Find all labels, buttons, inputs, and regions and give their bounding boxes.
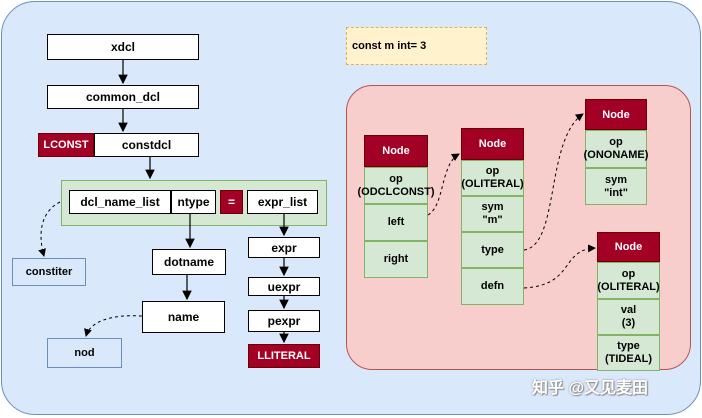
node4-op-field: op (OLITERAL) — [597, 262, 660, 299]
watermark: 知乎 @又见麦田 — [532, 380, 649, 397]
node2-op-field: op (OLITERAL) — [461, 160, 524, 196]
common-dcl-box: common_dcl — [47, 85, 199, 109]
node4-val-field: val (3) — [597, 299, 660, 335]
node3-sym-field: sym "int" — [585, 168, 647, 205]
xdcl-box: xdcl — [47, 34, 199, 60]
node1-op-field: op (ODCLCONST) — [358, 167, 435, 204]
node3-op-field: op (ONONAME) — [584, 130, 648, 168]
node1-right-field: right — [364, 241, 428, 278]
dotname-box: dotname — [152, 249, 226, 275]
node1-left-field: left — [364, 204, 428, 241]
node3-header: Node — [585, 99, 647, 130]
constiter-box: constiter — [12, 258, 86, 286]
lliteral-token: LLITERAL — [248, 344, 320, 368]
node2-type-field: type — [461, 232, 524, 268]
ntype-box: ntype — [171, 190, 216, 214]
node2-defn-field: defn — [461, 268, 524, 305]
name-box: name — [142, 301, 225, 333]
node1-header: Node — [364, 135, 428, 167]
node2-sym-field: sym "m" — [461, 196, 524, 232]
node4-header: Node — [597, 232, 660, 262]
uexpr-box: uexpr — [248, 277, 320, 296]
dashed-type-node3 — [523, 113, 584, 251]
pexpr-box: pexpr — [248, 310, 320, 332]
dashed-defn-node4 — [523, 244, 596, 289]
source-code-note: const m int= 3 — [346, 27, 487, 65]
dcl-name-list-box: dcl_name_list — [69, 190, 171, 214]
lconst-token: LCONST — [38, 133, 94, 157]
constdcl-box: constdcl — [94, 133, 199, 157]
nod-box: nod — [47, 338, 122, 368]
expr-list-box: expr_list — [247, 190, 318, 214]
dashed-left-node2 — [427, 153, 460, 216]
node4-type-field: type (TIDEAL) — [597, 335, 660, 371]
expr-box: expr — [248, 237, 320, 258]
node2-header: Node — [461, 128, 524, 160]
dashed-name-nod — [84, 315, 143, 337]
equals-token: = — [220, 190, 243, 214]
dashed-row-constiter — [38, 201, 61, 257]
